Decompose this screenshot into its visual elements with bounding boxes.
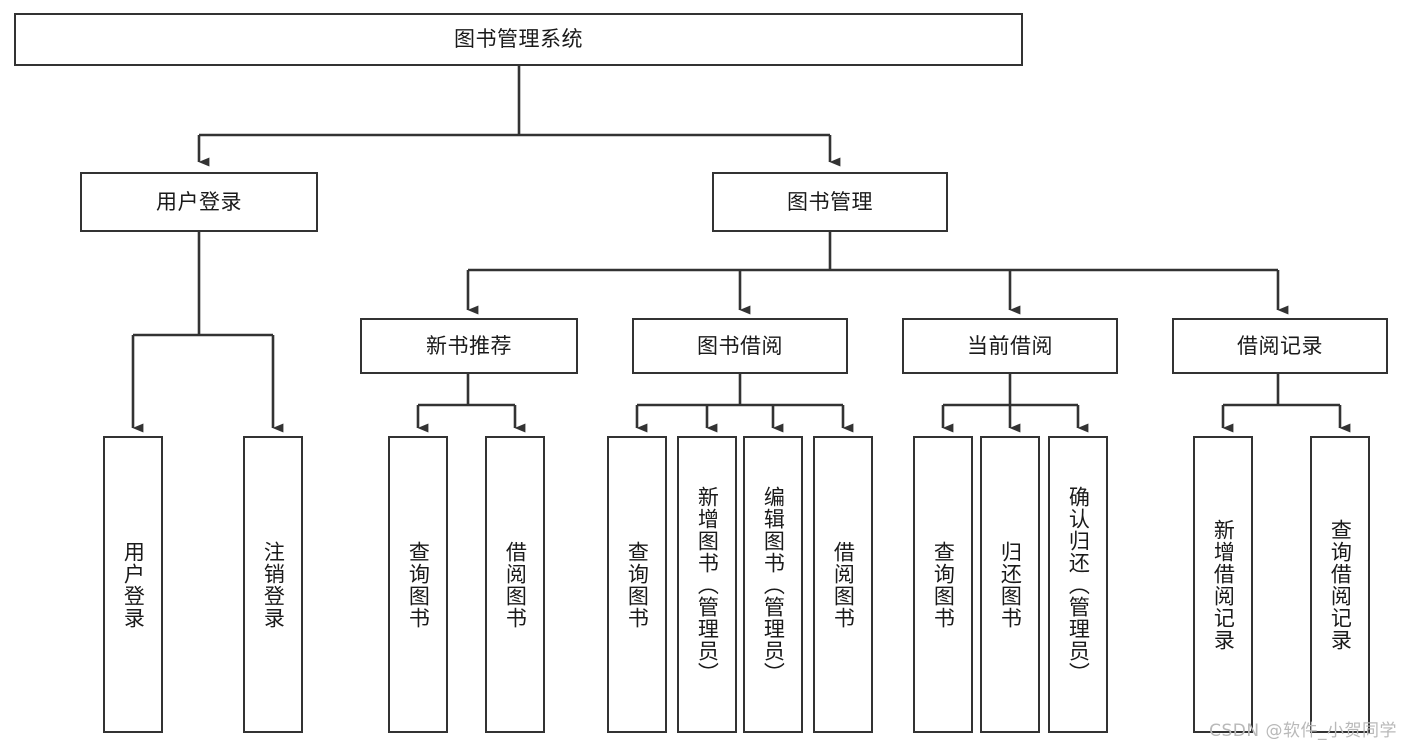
node-leaf-current-borrow-query[interactable]: 查询图书: [913, 436, 973, 733]
node-leaf-book-borrow-query[interactable]: 查询图书: [607, 436, 667, 733]
node-leaf-label: 借阅图书: [831, 540, 856, 629]
node-leaf-label: 查询图书: [625, 540, 650, 629]
node-leaf-label: 确认归还（管理员）: [1066, 485, 1091, 684]
node-new-book-recommend[interactable]: 新书推荐: [360, 318, 578, 374]
node-leaf-book-borrow-borrow[interactable]: 借阅图书: [813, 436, 873, 733]
node-book-borrow-label: 图书借阅: [697, 333, 783, 358]
node-borrow-record[interactable]: 借阅记录: [1172, 318, 1388, 374]
node-leaf-new-book-query[interactable]: 查询图书: [388, 436, 448, 733]
node-book-borrow[interactable]: 图书借阅: [632, 318, 848, 374]
node-leaf-label: 用户登录: [121, 540, 146, 629]
node-leaf-label: 查询图书: [406, 540, 431, 629]
node-current-borrow[interactable]: 当前借阅: [902, 318, 1118, 374]
node-leaf-label: 新增图书（管理员）: [695, 485, 720, 684]
node-leaf-book-borrow-add[interactable]: 新增图书（管理员）: [677, 436, 737, 733]
node-book-management-label: 图书管理: [787, 189, 873, 214]
node-leaf-label: 新增借阅记录: [1211, 518, 1236, 651]
node-leaf-label: 查询图书: [931, 540, 956, 629]
node-leaf-new-book-borrow[interactable]: 借阅图书: [485, 436, 545, 733]
node-leaf-label: 注销登录: [261, 540, 286, 629]
node-root-book-management-system[interactable]: 图书管理系统: [14, 13, 1023, 66]
node-leaf-borrow-record-add[interactable]: 新增借阅记录: [1193, 436, 1253, 733]
node-leaf-current-borrow-return[interactable]: 归还图书: [980, 436, 1040, 733]
node-user-login[interactable]: 用户登录: [80, 172, 318, 232]
node-leaf-label: 编辑图书（管理员）: [761, 485, 786, 684]
node-new-book-recommend-label: 新书推荐: [426, 333, 512, 358]
node-leaf-current-borrow-confirm-return[interactable]: 确认归还（管理员）: [1048, 436, 1108, 733]
node-leaf-book-borrow-edit[interactable]: 编辑图书（管理员）: [743, 436, 803, 733]
node-user-login-label: 用户登录: [156, 189, 242, 214]
node-borrow-record-label: 借阅记录: [1237, 333, 1323, 358]
node-book-management[interactable]: 图书管理: [712, 172, 948, 232]
node-leaf-label: 归还图书: [998, 540, 1023, 629]
node-leaf-label: 查询借阅记录: [1328, 518, 1353, 651]
node-leaf-label: 借阅图书: [503, 540, 528, 629]
node-root-label: 图书管理系统: [454, 27, 583, 52]
node-leaf-borrow-record-query[interactable]: 查询借阅记录: [1310, 436, 1370, 733]
node-current-borrow-label: 当前借阅: [967, 333, 1053, 358]
node-leaf-user-login-logout[interactable]: 注销登录: [243, 436, 303, 733]
node-leaf-user-login-login[interactable]: 用户登录: [103, 436, 163, 733]
